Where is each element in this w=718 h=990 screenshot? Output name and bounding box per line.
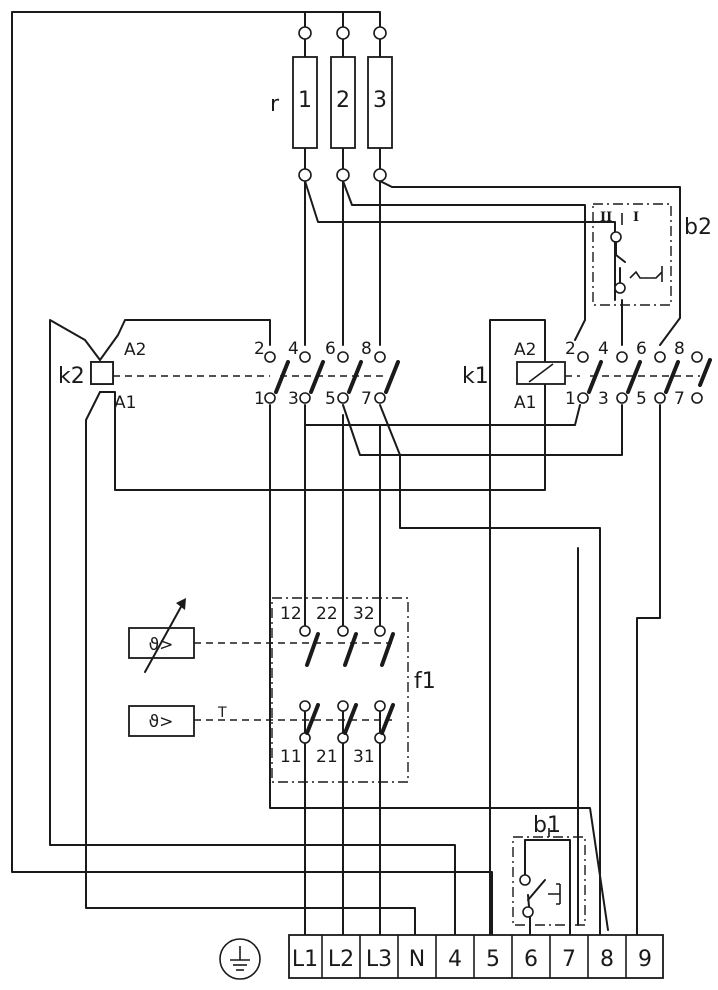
resistor-bank: r 1 2 3 [270,26,393,182]
wire-to-b2-c [379,180,681,346]
terminal-l2: L2 [328,947,354,972]
terminal-9: 9 [638,947,652,972]
resistor-2-label: 2 [336,88,350,113]
k1-coil-a1: A1 [514,393,536,413]
terminal-5: 5 [486,947,500,972]
svg-text:2: 2 [254,339,265,359]
contactor-k2: A2 A1 k2 2 4 6 8 1 3 5 7 [58,339,400,413]
terminal-6: 6 [524,947,538,972]
svg-text:21: 21 [316,747,338,767]
b2-position-2: II [600,210,612,225]
wire-k2-a1-down [85,391,416,936]
wire-k2-a1 [99,319,546,936]
resistor-1-label: 1 [298,88,312,113]
k1-contacts [577,351,712,404]
wire-k2-left-loop [49,319,456,936]
terminal-l3: L3 [366,947,392,972]
svg-text:1: 1 [254,389,265,409]
k2-contacts [264,351,400,404]
svg-text:4: 4 [288,339,299,359]
svg-text:5: 5 [325,389,336,409]
f1-label: f1 [414,669,436,694]
svg-text:5: 5 [636,389,647,409]
terminal-strip: L1 L2 L3 N 4 5 6 7 8 9 [288,934,664,979]
svg-text:8: 8 [674,339,685,359]
wire-outer-left [11,11,493,936]
k2-label: k2 [58,364,85,389]
svg-text:7: 7 [674,389,685,409]
svg-text:22: 22 [316,604,338,624]
b2-label: b2 [684,215,712,240]
svg-text:3: 3 [598,389,609,409]
resistor-3-label: 3 [373,88,387,113]
svg-text:8: 8 [361,339,372,359]
terminal-l1: L1 [292,947,318,972]
k2-coil-a2: A2 [124,340,146,360]
contactor-k1: A2 A1 k1 2 4 6 8 1 3 5 7 [462,339,712,413]
svg-text:6: 6 [636,339,647,359]
f1-reset-mark: T [217,705,227,721]
overload-relay-f1: f1 12 22 32 11 21 31 ϑ> ϑ> T [128,597,436,783]
svg-text:31: 31 [353,747,375,767]
terminal-8: 8 [600,947,614,972]
svg-text:4: 4 [598,339,609,359]
k2-coil-a1: A1 [114,393,136,413]
svg-text:12: 12 [280,604,302,624]
b1-label: b1 [533,813,561,838]
b2-position-1: I [633,210,639,225]
wires [11,11,681,936]
earth-ground-icon [219,938,261,980]
wire-to-b2-a [304,180,616,301]
k1-coil-a2: A2 [514,340,536,360]
svg-text:2: 2 [565,339,576,359]
svg-text:11: 11 [280,747,302,767]
k1-label: k1 [462,364,489,389]
resistor-label: r [270,92,280,117]
svg-text:7: 7 [361,389,372,409]
svg-text:6: 6 [325,339,336,359]
switch-b2: II I b2 [592,203,712,306]
wire-to-b2-b [342,180,586,341]
f1-symbol-lower: ϑ> [149,712,174,732]
svg-text:32: 32 [353,604,375,624]
switch-b1: b1 [512,813,586,926]
wire-k2-a2 [99,319,271,361]
svg-text:1: 1 [565,389,576,409]
svg-text:3: 3 [288,389,299,409]
terminal-4: 4 [448,947,462,972]
terminal-7: 7 [562,947,576,972]
terminal-n: N [409,947,425,972]
